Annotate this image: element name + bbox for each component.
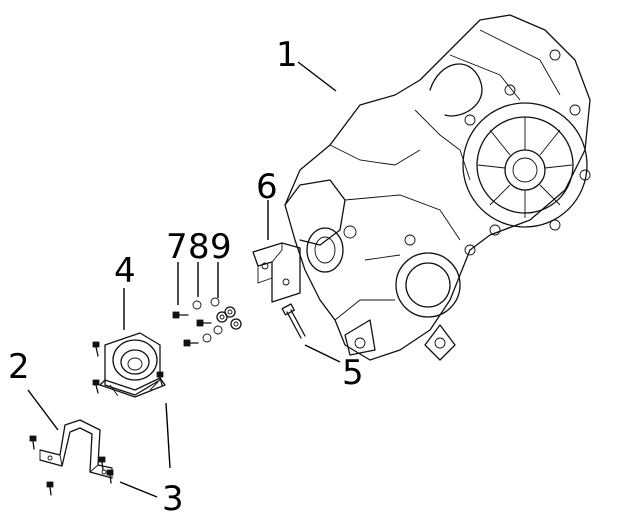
callout-2: 2 — [8, 347, 30, 387]
callout-labels: 1 2 3 4 5 6 7 8 9 — [8, 35, 364, 519]
callout-8: 8 — [188, 227, 210, 267]
callout-6: 6 — [256, 167, 278, 207]
u-bracket — [39, 419, 113, 479]
callout-7: 7 — [166, 227, 188, 267]
long-bolt — [281, 303, 306, 339]
angle-bracket — [252, 242, 301, 303]
small-hardware — [172, 297, 242, 347]
callout-3: 3 — [162, 479, 184, 519]
callout-4: 4 — [114, 251, 136, 291]
leader-lines — [27, 61, 341, 498]
callout-5: 5 — [342, 353, 364, 393]
small-screws — [29, 435, 114, 496]
callout-1: 1 — [276, 35, 298, 75]
gearbox-housing — [284, 14, 591, 361]
rubber-mount — [92, 332, 166, 398]
callout-9: 9 — [210, 227, 232, 267]
